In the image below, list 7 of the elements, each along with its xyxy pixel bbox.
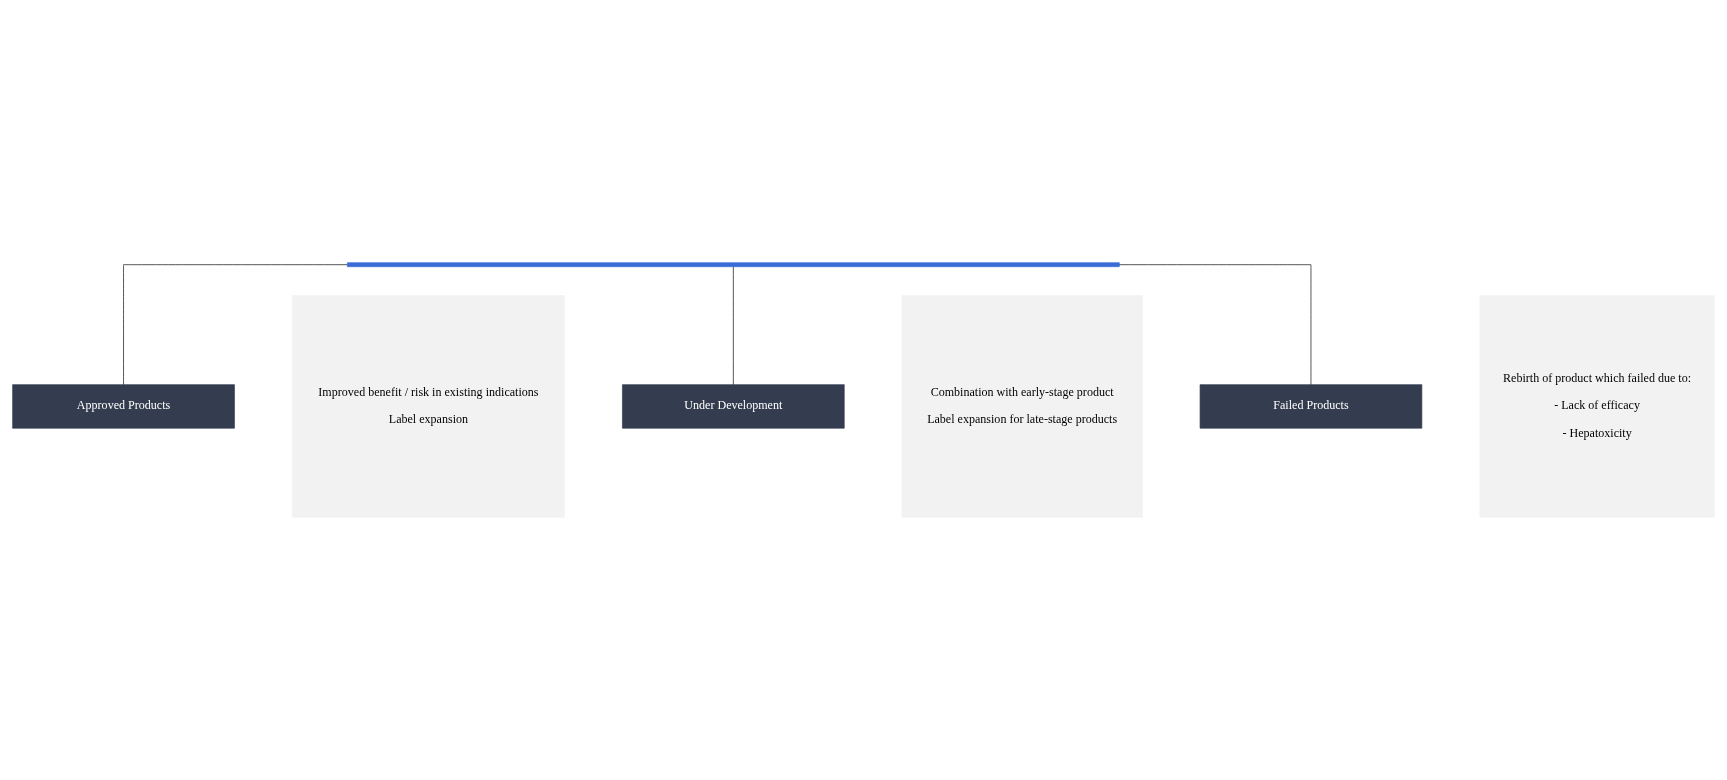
node-bar: [347, 262, 1120, 268]
connector: [123, 264, 348, 385]
node-box: Failed Products: [1199, 384, 1423, 429]
connector: [733, 266, 734, 385]
connector: [1119, 264, 1312, 385]
node-box: Under Development: [622, 384, 845, 429]
node-box: Approved Products: [12, 384, 235, 429]
